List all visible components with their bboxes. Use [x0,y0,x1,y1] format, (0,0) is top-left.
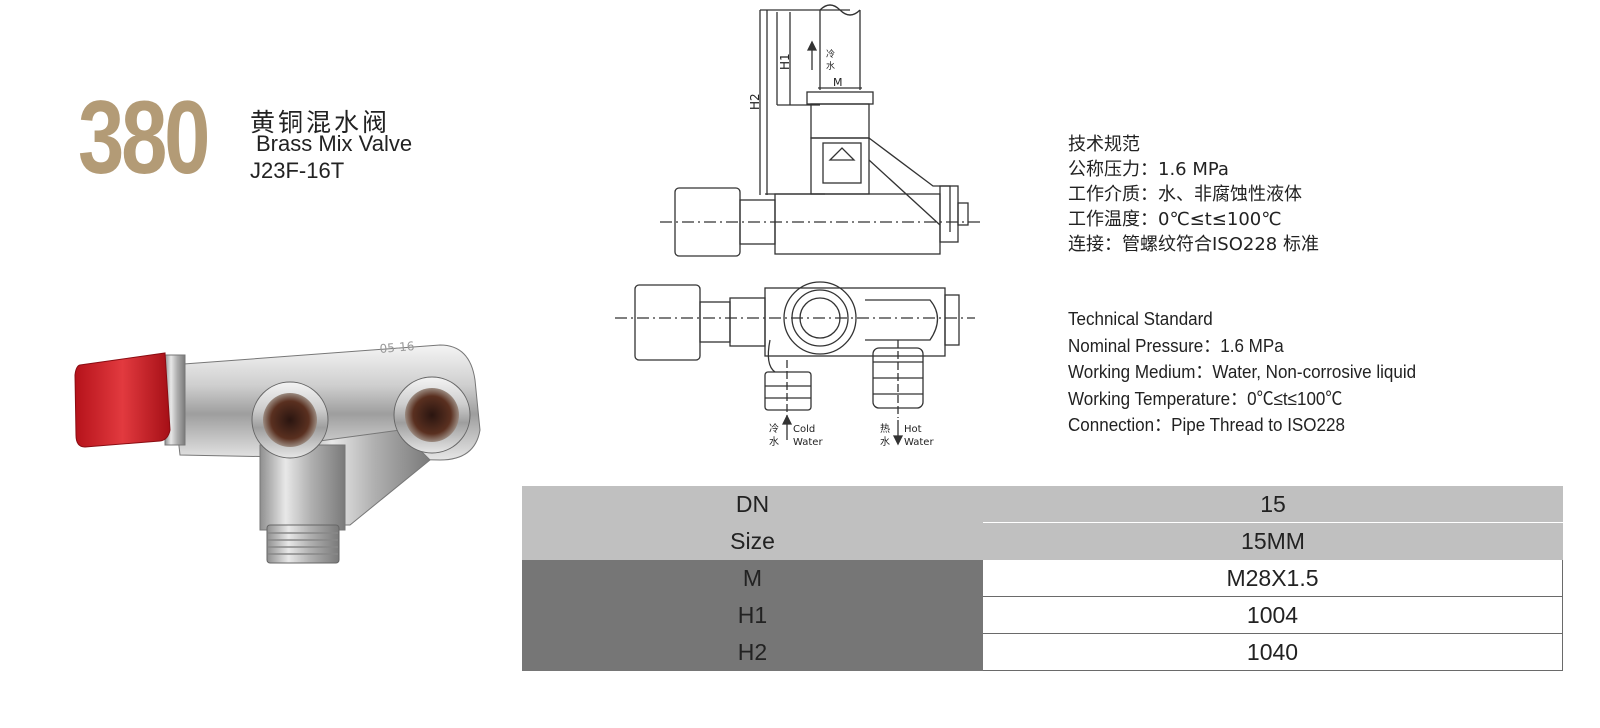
table-row-dn: DN 15 [522,486,1563,523]
dim-h1-label: H1 [778,53,792,70]
table-row-h1: H1 1004 [522,597,1563,634]
table-cell-label: H1 [522,597,983,634]
spec-table: DN 15 Size 15MM M M28X1.5 H1 1004 H2 104… [522,486,1563,671]
spec-en-connection: Connection：Pipe Thread to ISO228 [1068,414,1345,435]
product-title-cn: 黄铜混水阀 [250,108,391,137]
spec-cn-connection: 连接：管螺纹符合ISO228 标准 [1068,234,1319,255]
cold-cn-1: 冷 [769,422,779,435]
table-cell-label: M [522,560,983,597]
product-code: J23F-16T [250,158,345,183]
spec-en-medium: Working Medium：Water, Non-corrosive liqu… [1068,361,1417,382]
table-cell-value: 15 [983,486,1563,523]
valve-product-photo: 05-16 [74,339,481,564]
cold-en-2: Water [793,437,823,448]
spec-cn-temperature: 工作温度：0℃≤t≤100℃ [1068,209,1282,230]
table-row-m: M M28X1.5 [522,560,1563,597]
product-title-en: Brass Mix Valve [256,131,413,156]
table-cell-label: DN [522,486,983,523]
spec-block-cn: 技术规范 公称压力：1.6 MPa 工作介质：水、非腐蚀性液体 工作温度：0℃≤… [1068,132,1319,257]
table-row-h2: H2 1040 [522,634,1563,671]
hot-en-1: Hot [904,424,922,435]
spec-cn-pressure: 公称压力：1.6 MPa [1068,159,1229,180]
table-cell-value: 1004 [983,597,1563,634]
cold-top-cn-1: 冷 [826,48,835,60]
cold-en-1: Cold [793,424,815,435]
cold-top-cn-2: 水 [826,60,835,72]
svg-text:05-16: 05-16 [379,339,415,356]
hot-cn-1: 热 [880,422,890,435]
dim-m-label: M [833,76,843,89]
table-row-size: Size 15MM [522,523,1563,560]
valve-technical-drawing: H1 H2 M 冷 水 冷 水 Cold Water 热 水 Hot Water [615,4,980,448]
cold-cn-2: 水 [769,436,779,448]
hot-en-2: Water [904,437,934,448]
spec-cn-medium: 工作介质：水、非腐蚀性液体 [1068,184,1302,205]
table-cell-value: 1040 [983,634,1563,671]
table-cell-label: H2 [522,634,983,671]
model-number: 380 [78,80,210,196]
spec-block-en: Technical Standard Nominal Pressure：1.6 … [1068,306,1446,439]
spec-en-heading: Technical Standard [1068,308,1213,329]
spec-en-temperature: Working Temperature：0℃≤t≤100℃ [1068,387,1343,409]
hot-cn-2: 水 [880,436,890,448]
table-cell-value: 15MM [983,523,1563,560]
spec-cn-heading: 技术规范 [1068,134,1140,155]
table-cell-label: Size [522,523,983,560]
table-cell-value: M28X1.5 [983,560,1563,597]
spec-en-pressure: Nominal Pressure：1.6 MPa [1068,334,1284,356]
dim-h2-label: H2 [748,93,762,110]
